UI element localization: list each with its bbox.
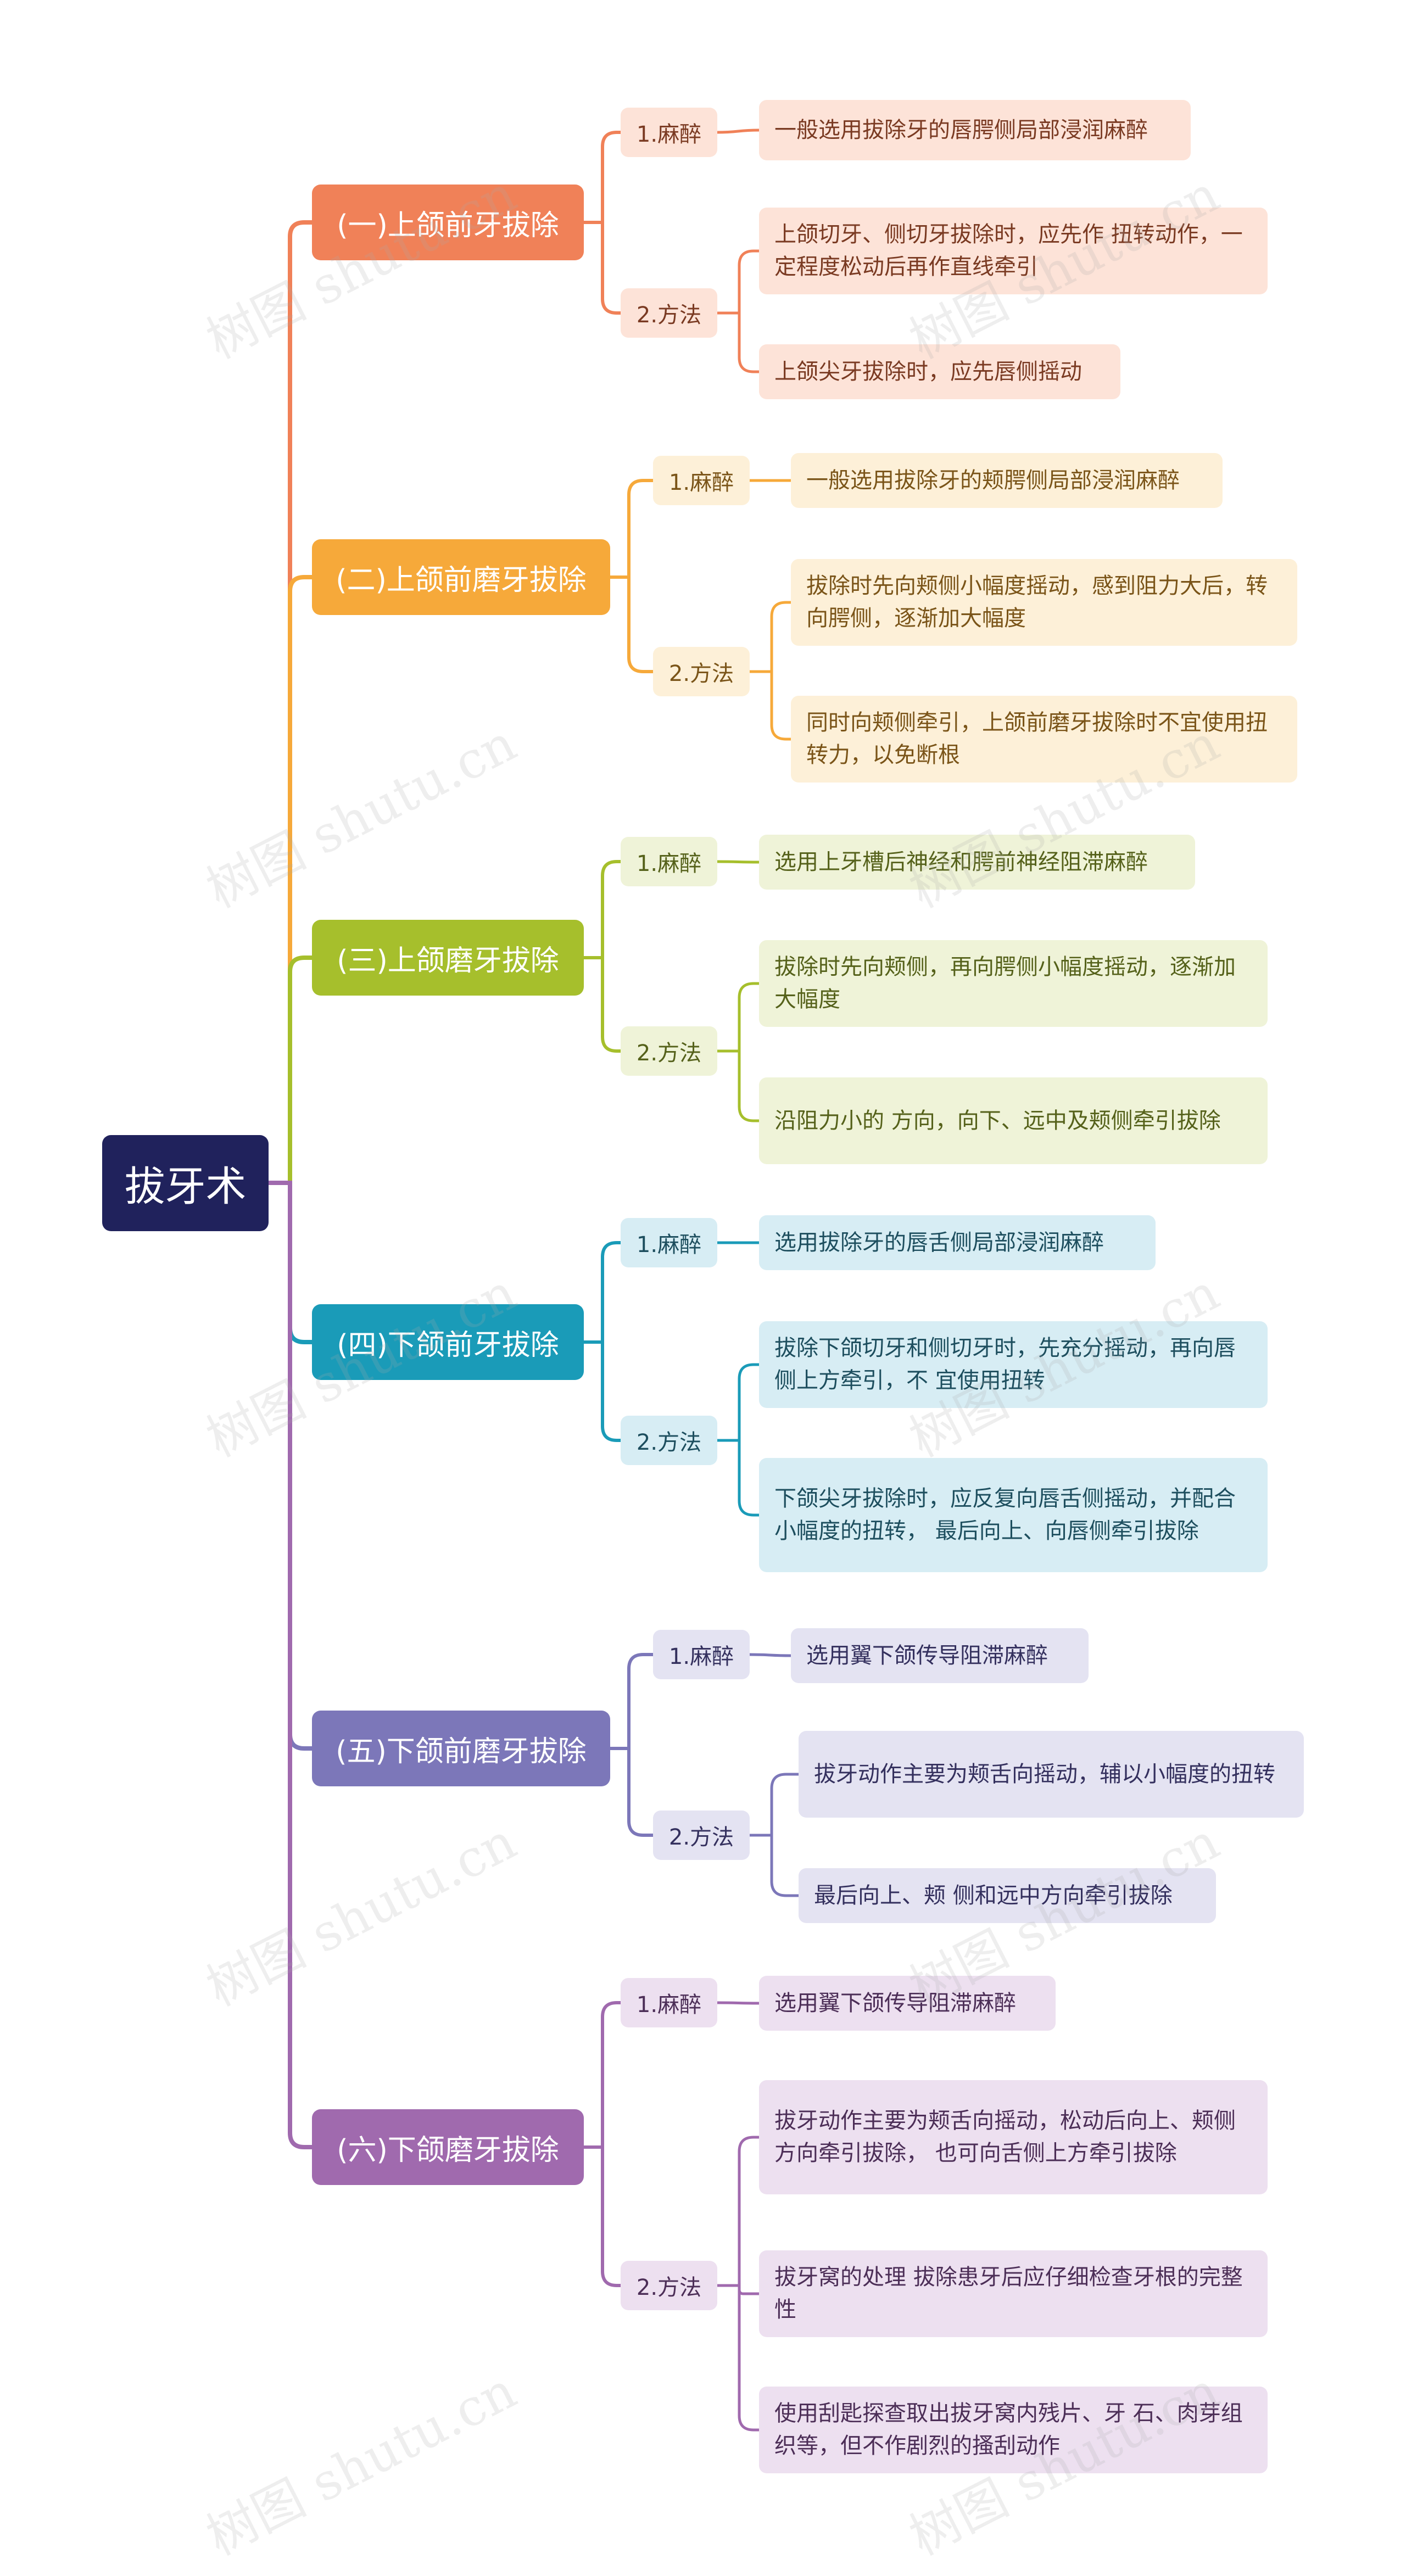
anesthesia-label[interactable]: 1.麻醉 [621,1218,717,1267]
connector-topic-sub [582,2145,622,2287]
connector-sub-leaf [716,249,761,315]
connector-topic-sub [582,131,622,224]
method-text[interactable]: 拔牙动作主要为颊舌向摇动，松动后向上、颊侧方向牵引拔除， 也可向舌侧上方牵引拔除 [759,2080,1268,2194]
root-node[interactable]: 拔牙术 [102,1135,269,1231]
branch-upper-anterior[interactable]: (一)上颌前牙拔除 [312,185,584,260]
branch-upper-molar[interactable]: (三)上颌磨牙拔除 [312,920,584,996]
method-label[interactable]: 2.方法 [653,1811,750,1860]
connector-sub-leaf [748,1773,800,1837]
connector-topic-sub [609,1653,655,1750]
connector-topic-sub [582,860,622,959]
connector-sub-leaf [748,601,793,673]
connector-root-topic [266,955,314,1185]
connector-sub-leaf [748,1653,793,1657]
connector-topic-sub [609,479,655,579]
branch-lower-premolar[interactable]: (五)下颌前磨牙拔除 [312,1711,610,1786]
connector-sub-leaf [716,1049,761,1122]
branch-lower-molar[interactable]: (六)下颌磨牙拔除 [312,2109,584,2185]
anesthesia-label[interactable]: 1.麻醉 [621,837,717,886]
method-label[interactable]: 2.方法 [621,1026,717,1076]
connector-topic-sub [609,1747,655,1837]
anesthesia-text[interactable]: 选用翼下颌传导阻滞麻醉 [759,1976,1056,2031]
connector-topic-sub [582,1340,622,1442]
connector-topic-sub [582,956,622,1053]
anesthesia-label[interactable]: 1.麻醉 [653,456,750,505]
anesthesia-label[interactable]: 1.麻醉 [653,1630,750,1679]
method-label[interactable]: 2.方法 [621,2261,717,2310]
branch-lower-anterior[interactable]: (四)下颌前牙拔除 [312,1304,584,1380]
connector-sub-leaf [716,1363,761,1442]
anesthesia-label[interactable]: 1.麻醉 [621,108,717,157]
method-text[interactable]: 拔牙动作主要为颊舌向摇动，辅以小幅度的扭转 [799,1731,1304,1818]
connector-topic-sub [582,221,622,315]
connector-sub-leaf [716,311,761,373]
method-text[interactable]: 拔除下颌切牙和侧切牙时，先充分摇动，再向唇侧上方牵引，不 宜使用扭转 [759,1321,1268,1408]
method-text[interactable]: 最后向上、颊 侧和远中方向牵引拔除 [799,1868,1216,1923]
method-label[interactable]: 2.方法 [653,647,750,696]
connector-sub-leaf [716,2136,761,2287]
connector-root-topic [266,1181,314,2149]
connector-root-topic [266,220,314,1185]
method-text[interactable]: 同时向颊侧牵引，上颌前磨牙拔除时不宜使用扭转力，以免断根 [791,696,1297,783]
method-text[interactable]: 下颌尖牙拔除时，应反复向唇舌侧摇动，并配合小幅度的扭转， 最后向上、向唇侧牵引拔… [759,1458,1268,1572]
connector-sub-leaf [716,128,761,134]
connector-sub-leaf [716,1439,761,1517]
connector-sub-leaf [716,982,761,1053]
anesthesia-text[interactable]: 选用拔除牙的唇舌侧局部浸润麻醉 [759,1215,1156,1270]
method-text[interactable]: 沿阻力小的 方向，向下、远中及颊侧牵引拔除 [759,1077,1268,1164]
method-text[interactable]: 拔牙窝的处理 拔除患牙后应仔细检查牙根的完整性 [759,2250,1268,2337]
anesthesia-text[interactable]: 选用翼下颌传导阻滞麻醉 [791,1628,1089,1683]
method-text[interactable]: 上颌切牙、侧切牙拔除时，应先作 扭转动作，一定程度松动后再作直线牵引 [759,208,1268,294]
connector-sub-leaf [748,1834,800,1897]
connector-topic-sub [609,575,655,673]
anesthesia-label[interactable]: 1.麻醉 [621,1978,717,2027]
method-label[interactable]: 2.方法 [621,288,717,338]
connector-topic-sub [582,1241,622,1344]
connector-topic-sub [582,2001,622,2149]
anesthesia-text[interactable]: 一般选用拔除牙的唇腭侧局部浸润麻醉 [759,100,1191,160]
method-text[interactable]: 拔除时先向颊侧，再向腭侧小幅度摇动，逐渐加大幅度 [759,940,1268,1027]
anesthesia-text[interactable]: 一般选用拔除牙的颊腭侧局部浸润麻醉 [791,453,1223,508]
method-text[interactable]: 使用刮匙探查取出拔牙窝内残片、牙 石、肉芽组织等，但不作剧烈的搔刮动作 [759,2387,1268,2473]
connector-sub-leaf [716,2284,761,2432]
method-label[interactable]: 2.方法 [621,1416,717,1465]
connector-sub-leaf [748,670,793,741]
branch-upper-premolar[interactable]: (二)上颌前磨牙拔除 [312,539,610,615]
method-text[interactable]: 上颌尖牙拔除时，应先唇侧摇动 [759,344,1120,399]
method-text[interactable]: 拔除时先向颊侧小幅度摇动，感到阻力大后，转向腭侧，逐渐加大幅度 [791,559,1297,646]
connector-root-topic [266,575,314,1185]
anesthesia-text[interactable]: 选用上牙槽后神经和腭前神经阻滞麻醉 [759,835,1195,890]
